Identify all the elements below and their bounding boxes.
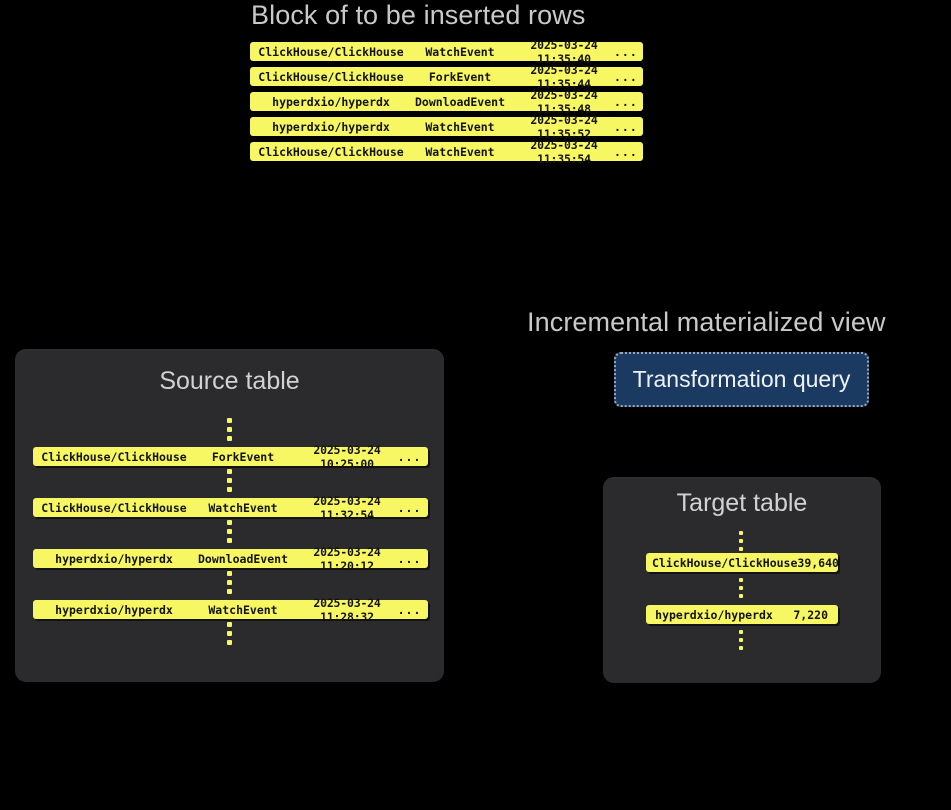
block-row: ClickHouse/ClickHouse WatchEvent 2025-03… [250,38,643,66]
block-row-more: ... [614,94,638,109]
source-table-row: hyperdxio/hyperdx WatchEvent 2025-03-24 … [33,596,428,624]
source-ellipsis-icon [227,622,232,645]
target-row-repo: hyperdxio/hyperdx [655,607,773,622]
block-row: hyperdxio/hyperdx DownloadEvent 2025-03-… [250,88,643,116]
source-table-row: ClickHouse/ClickHouse WatchEvent 2025-03… [33,494,428,522]
block-row-event: ForkEvent [428,69,492,84]
block-row-more: ... [614,44,638,59]
block-row-more: ... [614,144,638,159]
target-row-count: 39,640 [797,555,839,570]
block-row-event: WatchEvent [425,44,495,59]
transformation-query-box[interactable]: Transformation query [614,352,869,407]
source-table-row: ClickHouse/ClickHouse ForkEvent 2025-03-… [33,443,428,471]
target-row-count: 7,220 [793,607,828,622]
source-ellipsis-icon [227,469,232,492]
target-table-row: ClickHouse/ClickHouse 39,640 [646,553,839,572]
target-table-row: hyperdxio/hyperdx 7,220 [646,605,838,624]
block-row-timestamp: 2025-03-24 11:35:48 [530,87,598,116]
source-ellipsis-icon [227,520,232,543]
source-row-repo: hyperdxio/hyperdx [55,602,173,617]
source-row-timestamp: 2025-03-24 11:28:32 [313,595,381,624]
source-row-timestamp: 2025-03-24 11:32:54 [313,493,381,522]
block-row-timestamp: 2025-03-24 11:35:52 [530,112,598,141]
block-row-repo: ClickHouse/ClickHouse [258,69,404,84]
target-row-repo: ClickHouse/ClickHouse [652,555,798,570]
materialized-view-title: Incremental materialized view [527,307,886,337]
block-row: ClickHouse/ClickHouse WatchEvent 2025-03… [250,138,643,166]
source-row-event: WatchEvent [208,602,278,617]
block-row-timestamp: 2025-03-24 11:35:54 [530,137,598,166]
block-row: hyperdxio/hyperdx WatchEvent 2025-03-24 … [250,113,643,141]
source-row-repo: ClickHouse/ClickHouse [41,449,187,464]
source-table-row: hyperdxio/hyperdx DownloadEvent 2025-03-… [33,545,428,573]
target-ellipsis-icon [739,578,743,598]
target-ellipsis-icon [739,531,743,551]
source-row-more: ... [397,551,422,566]
source-table-title: Source table [159,367,300,395]
block-row-event: WatchEvent [425,144,495,159]
source-row-event: WatchEvent [208,500,278,515]
block-row-repo: ClickHouse/ClickHouse [258,44,404,59]
source-ellipsis-icon [227,571,232,594]
source-row-repo: ClickHouse/ClickHouse [41,500,187,515]
block-row-timestamp: 2025-03-24 11:35:40 [530,37,598,66]
source-ellipsis-icon [227,418,232,441]
target-ellipsis-icon [739,630,743,650]
block-title: Block of to be inserted rows [251,0,586,30]
source-row-event: ForkEvent [211,449,275,464]
block-row-more: ... [614,69,638,84]
block-row-event: WatchEvent [425,119,495,134]
source-row-more: ... [397,602,422,617]
block-row-repo: hyperdxio/hyperdx [272,119,390,134]
block-row-timestamp: 2025-03-24 11:35:44 [530,62,598,91]
transformation-query-label: Transformation query [632,366,851,392]
source-row-repo: hyperdxio/hyperdx [55,551,173,566]
block-row-repo: ClickHouse/ClickHouse [258,144,404,159]
block-row-more: ... [614,119,638,134]
block-row-event: DownloadEvent [414,94,505,109]
target-table-title: Target table [676,489,808,517]
source-row-event: DownloadEvent [197,551,288,566]
source-row-timestamp: 2025-03-24 11:20:12 [313,544,381,573]
source-row-more: ... [397,500,422,515]
block-row-repo: hyperdxio/hyperdx [272,94,390,109]
source-row-timestamp: 2025-03-24 10:25:00 [313,442,381,471]
source-row-more: ... [397,449,422,464]
block-row: ClickHouse/ClickHouse ForkEvent 2025-03-… [250,63,643,91]
